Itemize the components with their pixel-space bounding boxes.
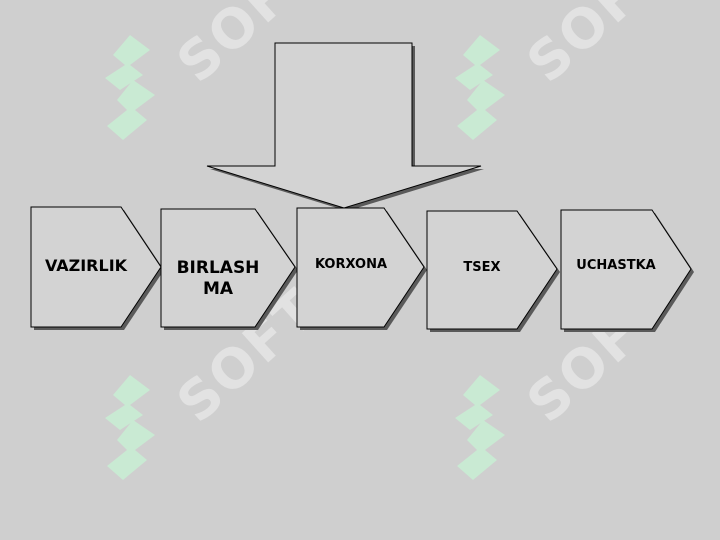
watermark-logo-icon — [455, 375, 505, 480]
watermark-logo-icon — [105, 35, 155, 140]
watermark: SOFT — [445, 277, 685, 530]
node-label-vazirlik: VAZIRLIK — [44, 256, 128, 275]
node-tsex — [426, 210, 560, 332]
node-birlashma — [160, 208, 298, 330]
watermark-logo-icon — [105, 375, 155, 480]
node-korxona — [296, 207, 427, 330]
watermark: SOFT — [95, 0, 335, 190]
watermark-logo-icon — [455, 35, 505, 140]
node-vazirlik — [30, 206, 164, 330]
node-label-tsex: TSEX — [463, 260, 501, 275]
watermark: SOFT — [445, 0, 685, 190]
node-label-korxona: KORXONA — [314, 257, 388, 272]
node-label-birlashma: BIRLASH MA — [176, 258, 260, 300]
watermark: SOFT — [95, 277, 335, 530]
node-label-uchastka: UCHASTKA — [576, 258, 656, 273]
pointer-down-arrow — [206, 42, 484, 211]
node-uchastka — [560, 209, 694, 332]
